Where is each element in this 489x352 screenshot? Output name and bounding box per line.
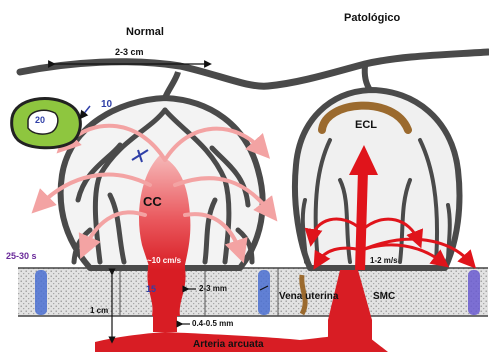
uterine-vein-right — [468, 270, 480, 315]
range-left-label: 25-30 s — [6, 251, 37, 261]
vena-uterina-label: Vena uterina — [279, 291, 338, 302]
size-0405mm-label: 0.4-0.5 mm — [192, 319, 233, 328]
normal-stem — [165, 72, 178, 98]
normal-title: Normal — [126, 26, 164, 38]
arteria-arcuata-label: Arteria arcuata — [193, 339, 264, 350]
uterine-vein-left — [35, 270, 47, 315]
flow-pathologic-label: 1-2 m/s — [370, 256, 398, 265]
uterine-vein-mid — [258, 270, 270, 315]
tag-10-pointer — [82, 106, 90, 116]
size-23mm-label: 2-3 mm — [199, 284, 227, 293]
tag-20: 20 — [35, 115, 45, 125]
pathologic-stem — [365, 66, 370, 90]
width-measure-label: 2-3 cm — [115, 47, 144, 57]
chorionic-plate — [20, 52, 488, 86]
ecl-label: ECL — [355, 119, 377, 131]
smc-label: SMC — [373, 291, 395, 302]
tag-15: 15 — [146, 284, 156, 294]
tag-10: 10 — [101, 99, 112, 110]
cc-label: CC — [143, 194, 162, 209]
pathologic-title: Patológico — [344, 12, 400, 24]
normal-artery-neck — [153, 312, 177, 332]
depth-1cm-label: 1 cm — [90, 306, 108, 315]
villus-cross-section-icon — [12, 99, 81, 148]
flow-normal-label: ~10 cm/s — [147, 256, 181, 265]
pathologic-jet — [360, 170, 363, 270]
decidua-band — [18, 268, 488, 316]
